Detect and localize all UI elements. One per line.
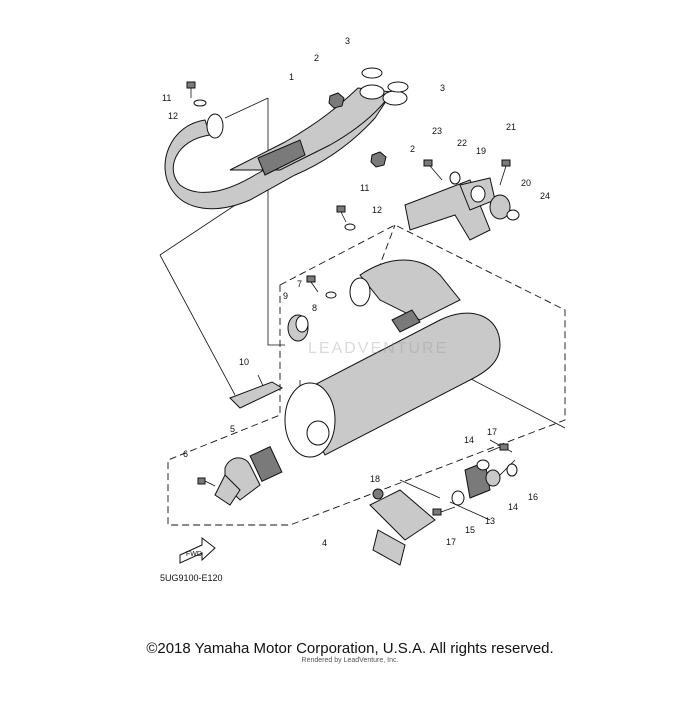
bolt-17-top (487, 443, 509, 453)
part-num: 8 (312, 303, 317, 313)
bolt-11-mid (336, 205, 347, 223)
watermark: LEADVENTURE (308, 340, 449, 357)
part-num: 9 (283, 291, 288, 301)
bolt-17-bottom (432, 506, 456, 516)
part-num: 1 (289, 72, 294, 82)
part-num: 2 (410, 144, 415, 154)
part-num: 23 (432, 126, 442, 136)
spark-arrester (214, 445, 283, 506)
part-num: 11 (162, 93, 171, 103)
fwd-arrow-icon: FWD (179, 536, 216, 564)
part-num: 2 (314, 53, 319, 63)
nut-2b (370, 151, 387, 168)
washer-8 (325, 291, 337, 299)
part-num: 3 (440, 83, 445, 93)
part-num: 17 (446, 537, 456, 547)
part-num: 5 (230, 424, 235, 434)
muffler-group-outline (167, 224, 566, 526)
bolt-23 (423, 159, 443, 181)
gasket-3a (361, 67, 383, 79)
part-num: 24 (540, 191, 550, 201)
part-num: 22 (457, 138, 467, 148)
bolt-21 (499, 159, 511, 186)
part-numbers: 1 2 2 3 3 4 5 6 7 8 9 10 11 12 11 12 13 … (162, 36, 550, 548)
part-num: 14 (508, 502, 518, 512)
clip-10 (229, 381, 284, 409)
rear-bracket (404, 171, 520, 241)
washer-12-top (193, 99, 207, 107)
part-num: 11 (360, 183, 369, 193)
part-num: 20 (521, 178, 531, 188)
copyright-text: ©2018 Yamaha Motor Corporation, U.S.A. A… (146, 640, 554, 657)
washer-12-mid (344, 223, 356, 231)
part-num: 19 (476, 146, 486, 156)
part-num: 10 (239, 357, 249, 367)
part-num: 15 (465, 525, 475, 535)
part-num: 18 (370, 474, 380, 484)
part-num: 14 (464, 435, 474, 445)
exhaust-pipe (164, 84, 408, 210)
part-num: 6 (183, 449, 188, 459)
part-num: 16 (528, 492, 538, 502)
fwd-label: FWD (186, 551, 202, 558)
part-num: 7 (297, 279, 302, 289)
part-num: 12 (372, 205, 382, 215)
bolt-7 (306, 275, 319, 293)
nut-2a (328, 92, 345, 109)
rendered-by-text: Rendered by LeadVenture, Inc. (301, 657, 399, 664)
bolt-11-top (186, 81, 196, 98)
lower-mount (369, 459, 518, 566)
part-num: 3 (345, 36, 350, 46)
muffler (284, 259, 501, 458)
part-num: 17 (487, 427, 497, 437)
part-num: 12 (168, 111, 178, 121)
gasket-9 (287, 314, 309, 342)
gasket-3b (387, 81, 409, 93)
diagram-code: 5UG9100-E120 (160, 573, 223, 583)
part-num: 13 (485, 516, 495, 526)
bolt-6 (197, 477, 216, 487)
bracket-leader (377, 224, 396, 271)
part-num: 21 (506, 122, 516, 132)
part-num: 4 (322, 538, 327, 548)
